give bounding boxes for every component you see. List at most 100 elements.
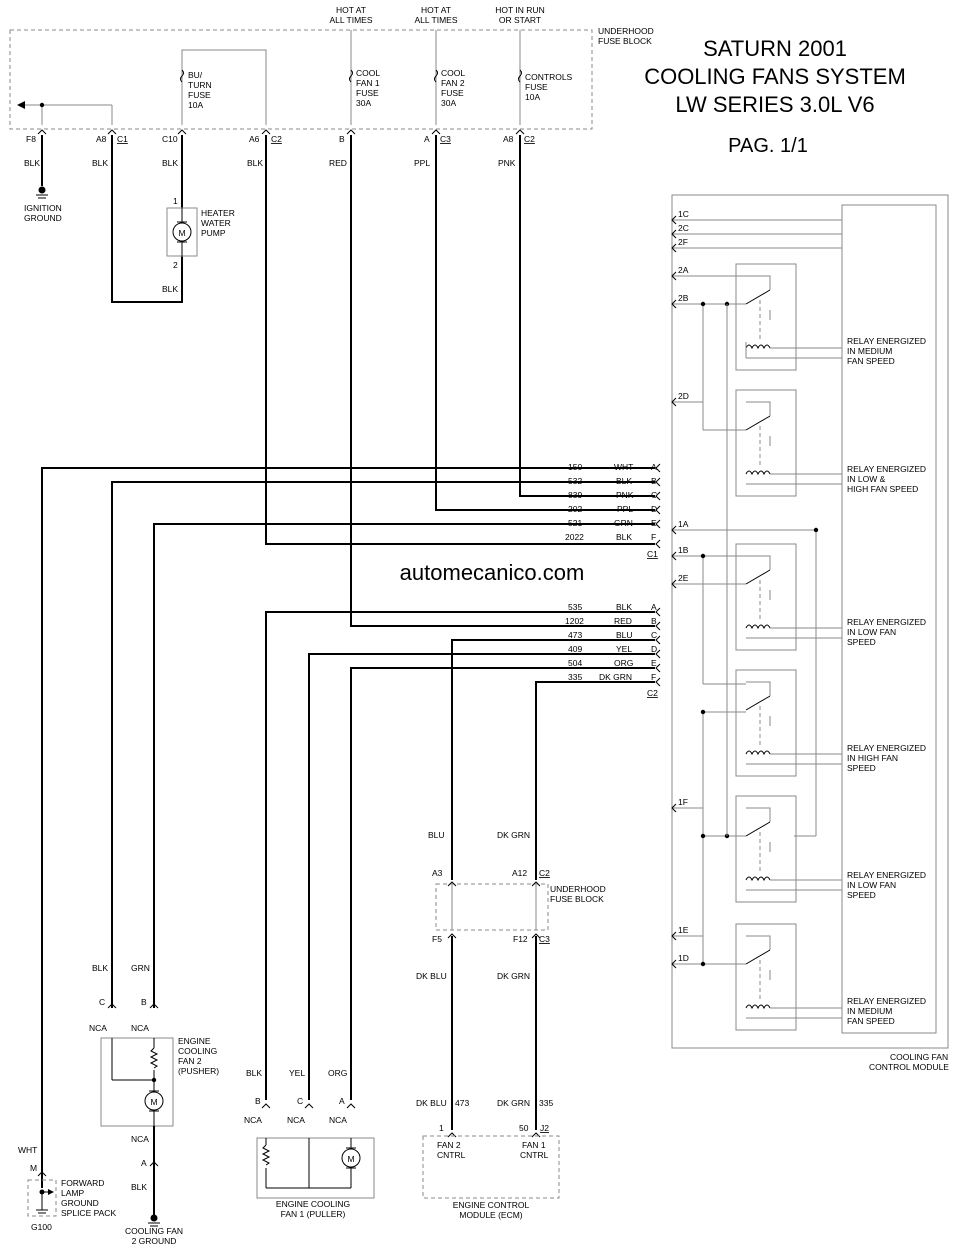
ecm-fan2-b: CNTRL <box>437 1150 466 1160</box>
c2-wire-color: DK GRN <box>599 672 632 682</box>
ecm-fan1-b: CNTRL <box>520 1150 549 1160</box>
c2-wire-color: YEL <box>616 644 632 654</box>
c1-wire-color: WHT <box>614 462 633 472</box>
fuse-1-line-1: BU/ <box>188 70 203 80</box>
fuse-block-label-b: FUSE BLOCK <box>598 36 652 46</box>
relay <box>735 923 842 1031</box>
page-number: PAG. 1/1 <box>728 135 808 157</box>
relay-label: FAN SPEED <box>847 1016 895 1026</box>
fan1-wire-yel: YEL <box>289 1068 305 1078</box>
wire-label-pnk: PNK <box>498 158 516 168</box>
relay-label: RELAY ENERGIZED <box>847 617 926 627</box>
module-pin: 2F <box>678 237 688 247</box>
motor-icon <box>172 208 192 256</box>
fuse-icon <box>180 69 184 83</box>
fan2-label-2: COOLING <box>178 1046 217 1056</box>
fan2-label-4: (PUSHER) <box>178 1066 219 1076</box>
module-pin: 1E <box>678 925 689 935</box>
fan2-pin-c: C <box>99 997 105 1007</box>
c1-wire-labels: 150 WHT A 532 BLK B 839 PNK C 202 PPL D … <box>565 462 657 542</box>
relay-label: SPEED <box>847 763 876 773</box>
mid-conn-c3: C3 <box>539 934 550 944</box>
fan2-label-1: ENGINE <box>178 1036 211 1046</box>
c2-wire-pin: D <box>651 644 657 654</box>
ground-icon <box>36 186 48 199</box>
c2-wire-color: BLU <box>616 630 633 640</box>
mid-conn-c2: C2 <box>539 868 550 878</box>
module-pin-labels: 1C 2C 2F 2A 2B 2D 1A 1B 2E 1F 1E 1D <box>678 209 689 963</box>
relay <box>735 263 842 371</box>
fuse-icon <box>518 69 522 83</box>
fan2-box <box>100 1037 174 1127</box>
pin-a8-c2: A8 <box>503 134 514 144</box>
fuse-block-internal-wiring <box>17 30 521 125</box>
splice-ground-g100: G100 <box>31 1222 52 1232</box>
c2-wire-num: 1202 <box>565 616 584 626</box>
fan2-ground-label-1: COOLING FAN <box>125 1226 183 1236</box>
module-pin: 2C <box>678 223 689 233</box>
conn-c3-top: C3 <box>440 134 451 144</box>
ecm-num-473: 473 <box>455 1098 469 1108</box>
pin-c10: C10 <box>162 134 178 144</box>
relay-label: RELAY ENERGIZED <box>847 870 926 880</box>
relay-label: RELAY ENERGIZED <box>847 464 926 474</box>
hot-label-3a: HOT IN RUN <box>495 5 544 15</box>
relay <box>735 389 842 497</box>
relay-label: SPEED <box>847 637 876 647</box>
relay-label: RELAY ENERGIZED <box>847 336 926 346</box>
fan2-internal <box>111 1038 159 1126</box>
mid-wire-dkgrn: DK GRN <box>497 830 530 840</box>
c1-connector-label: C1 <box>647 549 658 559</box>
wire-label-blk-ign: BLK <box>24 158 40 168</box>
underhood-fuse-block-top <box>9 29 593 130</box>
fan2-label-3: FAN 2 <box>178 1056 202 1066</box>
c1-wire-pin: E <box>651 518 657 528</box>
c2-wire-num: 535 <box>568 602 582 612</box>
c2-wire-color: BLK <box>616 602 632 612</box>
fan1-pin-a: A <box>339 1096 345 1106</box>
c1-wire-color: PNK <box>616 490 634 500</box>
fan2-motor-m: M <box>150 1097 157 1107</box>
splice-pack-box <box>27 1179 57 1217</box>
relay-label: FAN SPEED <box>847 356 895 366</box>
fuse-1-line-2: TURN <box>188 80 212 90</box>
fuse-icon <box>434 69 438 83</box>
relay-label: IN LOW & <box>847 474 886 484</box>
c1-wire-num: 532 <box>568 476 582 486</box>
c1-wire-pin: A <box>651 462 657 472</box>
conn-c2-top-b: C2 <box>524 134 535 144</box>
c1-connector-tips <box>655 463 661 549</box>
splice-connector-tip <box>37 1171 47 1177</box>
ecm-fan2-a: FAN 2 <box>437 1140 461 1150</box>
pin-a-c3: A <box>424 134 430 144</box>
conn-c1-top: C1 <box>117 134 128 144</box>
motor-icon <box>341 1147 361 1169</box>
module-pin: 1D <box>678 953 689 963</box>
c1-wire-num: 2022 <box>565 532 584 542</box>
relay-label: HIGH FAN SPEED <box>847 484 918 494</box>
c2-wire-pin: A <box>651 602 657 612</box>
pin-b: B <box>339 134 345 144</box>
c2-wire-pin: B <box>651 616 657 626</box>
c2-wire-pin: C <box>651 630 657 640</box>
c2-wire-color: ORG <box>614 658 633 668</box>
c1-wire-pin: D <box>651 504 657 514</box>
connector-tips-top <box>37 129 525 135</box>
wire-label-ppl: PPL <box>414 158 430 168</box>
c2-wire-num: 473 <box>568 630 582 640</box>
ground-icon <box>148 1214 160 1227</box>
mid-underhood-fuse-block <box>435 883 549 931</box>
motor-icon <box>144 1090 164 1112</box>
ecm-conn-j2: J2 <box>540 1123 549 1133</box>
relay-label: SPEED <box>847 890 876 900</box>
title-line-1: SATURN 2001 <box>703 36 847 61</box>
heater-label-2: WATER <box>201 218 231 228</box>
fuse-3-line-3: FUSE <box>441 88 464 98</box>
ecm-wire-dkblu: DK BLU <box>416 1098 447 1108</box>
ecm-fan1-a: FAN 1 <box>522 1140 546 1150</box>
fan1-connector-tips <box>261 1103 356 1109</box>
module-pin-tips <box>671 215 677 969</box>
fan1-wire-org: ORG <box>328 1068 347 1078</box>
conn-c2-top-a: C2 <box>271 134 282 144</box>
ignition-ground-label-2: GROUND <box>24 213 62 223</box>
